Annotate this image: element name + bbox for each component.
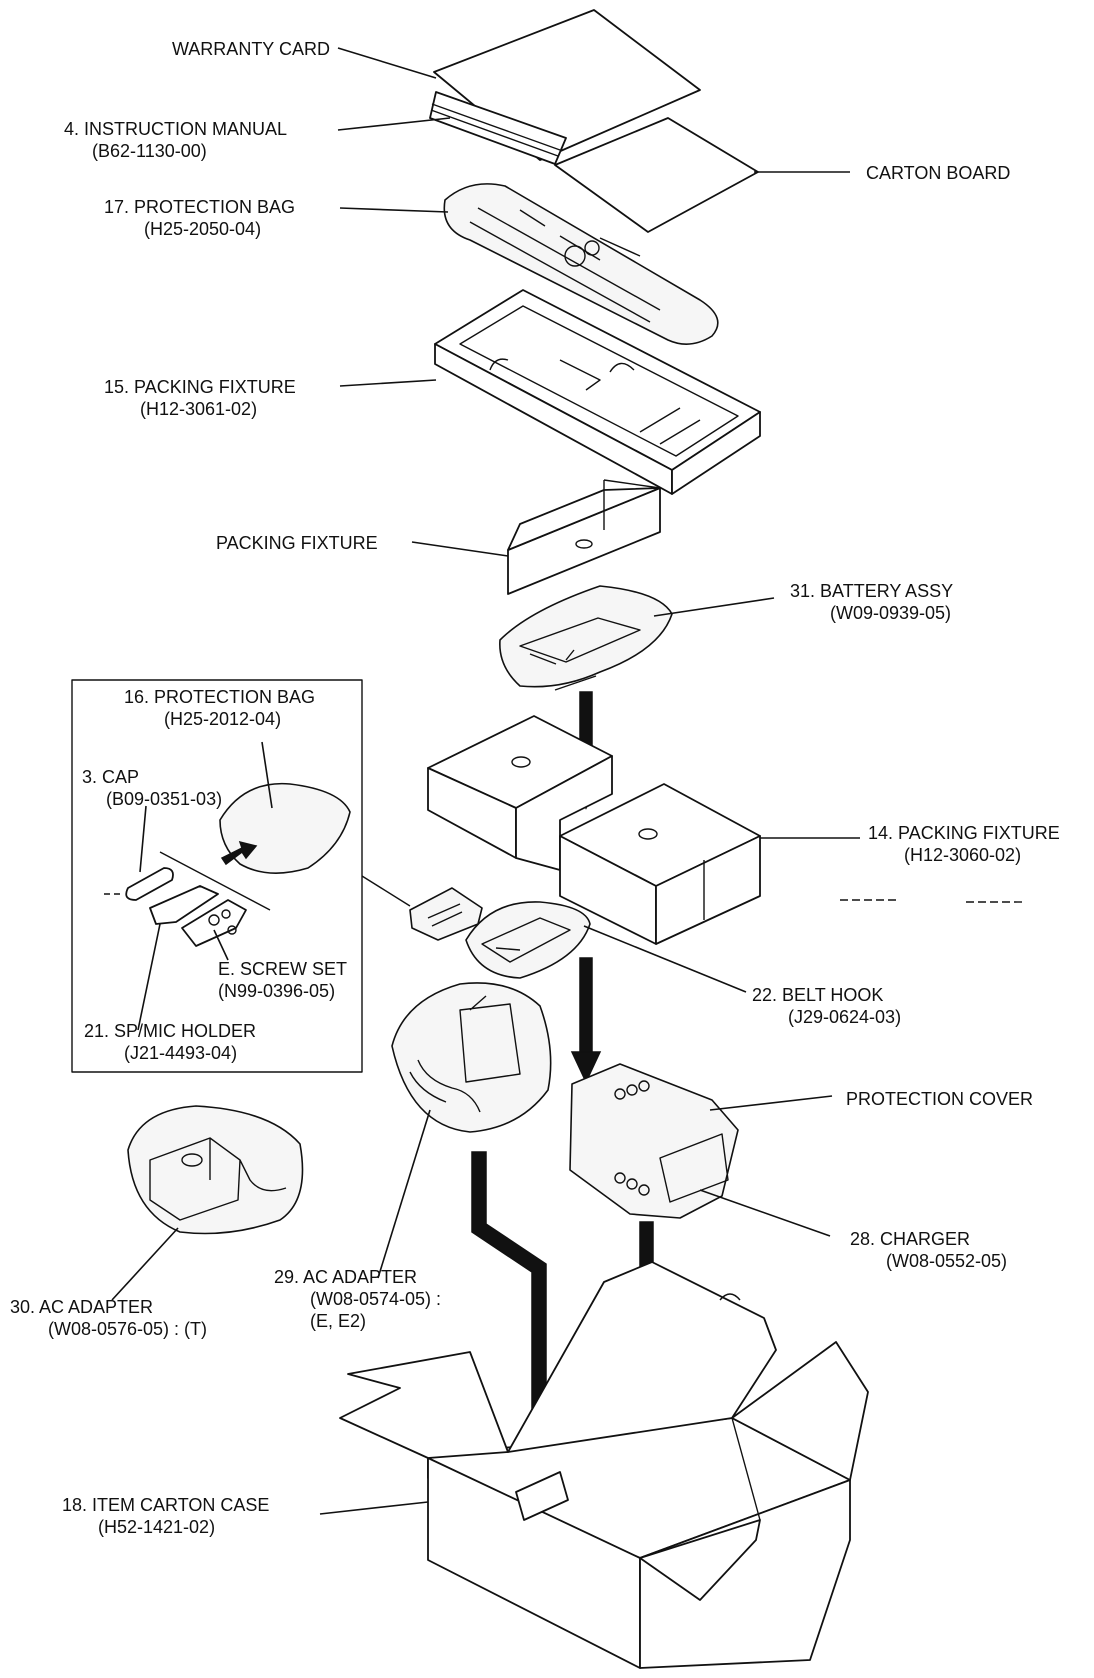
label-charger: 28. CHARGER (W08-0552-05): [850, 1228, 1007, 1272]
small-clip-drawing: [409, 887, 483, 941]
protection-bag-16-code: (H25-2012-04): [164, 709, 282, 729]
label-cap: 3. CAP (B09-0351-03): [82, 766, 222, 810]
label-packing-fixture: PACKING FIXTURE: [216, 532, 378, 554]
label-item-carton-case: 18. ITEM CARTON CASE (H52-1421-02): [62, 1494, 269, 1538]
label-protection-bag-16: 16. PROTECTION BAG (H25-2012-04): [124, 686, 315, 730]
label-battery-assy: 31. BATTERY ASSY (W09-0939-05): [790, 580, 953, 624]
label-sp-mic-holder: 21. SP/MIC HOLDER (J21-4493-04): [84, 1020, 256, 1064]
protection-bag-17-name: 17. PROTECTION BAG: [104, 197, 296, 217]
label-packing-fixture-15: 15. PACKING FIXTURE (H12-3061-02): [104, 376, 296, 420]
ac-adapter-30-code: (W08-0576-05) : (T): [48, 1319, 208, 1339]
label-carton-board: CARTON BOARD: [866, 162, 1010, 184]
ac-adapter-30-name: 30. AC ADAPTER: [10, 1297, 154, 1317]
sp-mic-holder-code: (J21-4493-04): [124, 1043, 238, 1063]
belt-hook-name: 22. BELT HOOK: [752, 985, 884, 1005]
charger-name: 28. CHARGER: [850, 1229, 971, 1249]
label-ac-adapter-29: 29. AC ADAPTER (W08-0574-05) : (E, E2): [274, 1266, 441, 1332]
label-warranty-card: WARRANTY CARD: [150, 38, 330, 60]
packing-fixture-15-code: (H12-3061-02): [140, 399, 258, 419]
label-instruction-manual: 4. INSTRUCTION MANUAL (B62-1130-00): [64, 118, 287, 162]
cap-name: 3. CAP: [82, 767, 140, 787]
ac-adapter-29-note: (E, E2): [310, 1311, 367, 1331]
warranty-card-name: WARRANTY CARD: [171, 39, 330, 59]
belt-hook-drawing: [465, 901, 591, 979]
screw-set-code: (N99-0396-05): [218, 981, 336, 1001]
protection-bag-17-drawing: [443, 183, 719, 345]
carton-board-name: CARTON BOARD: [866, 163, 1011, 183]
sp-mic-holder-name: 21. SP/MIC HOLDER: [84, 1021, 257, 1041]
label-ac-adapter-30: 30. AC ADAPTER (W08-0576-05) : (T): [10, 1296, 207, 1340]
packing-fixture-14-drawing: [427, 715, 761, 945]
label-screw-set: E. SCREW SET (N99-0396-05): [218, 958, 347, 1002]
charger-drawing: [569, 1063, 739, 1219]
ac-adapter-30-drawing: [127, 1105, 304, 1235]
battery-assy-code: (W09-0939-05): [830, 603, 952, 623]
battery-assy-drawing: [499, 585, 673, 691]
leader-lines: [111, 47, 860, 1515]
packing-fixture-14-code: (H12-3060-02): [904, 845, 1022, 865]
ac-adapter-29-drawing: [391, 982, 552, 1133]
packing-fixture-15-name: 15. PACKING FIXTURE: [104, 377, 296, 397]
arrow-belthook-down: [570, 957, 602, 1084]
packing-fixture-14-name: 14. PACKING FIXTURE: [868, 823, 1060, 843]
packing-fixture-15-drawing: [434, 289, 761, 495]
instruction-manual-code: (B62-1130-00): [92, 141, 207, 161]
protection-cover-name: PROTECTION COVER: [846, 1089, 1034, 1109]
item-carton-case-name: 18. ITEM CARTON CASE: [62, 1495, 270, 1515]
item-carton-case-drawing: [339, 1261, 869, 1669]
label-protection-bag-17: 17. PROTECTION BAG (H25-2050-04): [104, 196, 295, 240]
accessory-inset-box: [71, 679, 411, 1073]
ac-adapter-29-name: 29. AC ADAPTER: [274, 1267, 418, 1287]
label-belt-hook: 22. BELT HOOK (J29-0624-03): [752, 984, 901, 1028]
screw-set-name: E. SCREW SET: [218, 959, 348, 979]
belt-hook-code: (J29-0624-03): [788, 1007, 902, 1027]
protection-bag-16-name: 16. PROTECTION BAG: [124, 687, 316, 707]
packing-fixture-small-drawing: [507, 479, 661, 595]
instruction-manual-drawing: [429, 91, 567, 165]
cap-code: (B09-0351-03): [106, 789, 223, 809]
protection-bag-17-code: (H25-2050-04): [144, 219, 262, 239]
instruction-manual-name: 4. INSTRUCTION MANUAL: [64, 119, 288, 139]
battery-assy-name: 31. BATTERY ASSY: [790, 581, 954, 601]
label-protection-cover: PROTECTION COVER: [846, 1088, 1033, 1110]
label-packing-fixture-14: 14. PACKING FIXTURE (H12-3060-02): [868, 822, 1060, 866]
ac-adapter-29-code: (W08-0574-05) :: [310, 1289, 442, 1309]
packing-fixture-name: PACKING FIXTURE: [216, 533, 378, 553]
item-carton-case-code: (H52-1421-02): [98, 1517, 216, 1537]
charger-code: (W08-0552-05): [886, 1251, 1008, 1271]
